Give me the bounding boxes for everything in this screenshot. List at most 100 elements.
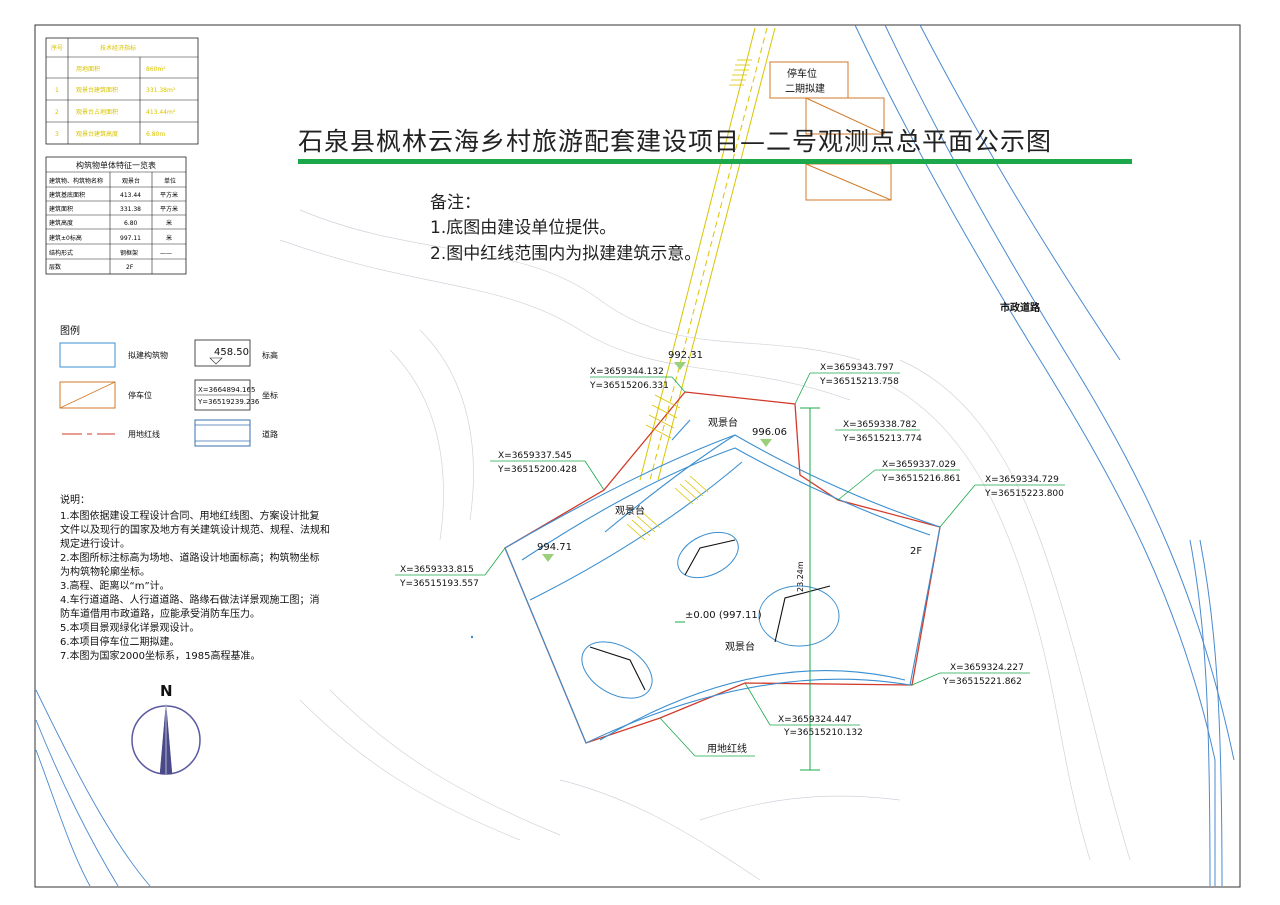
svg-text:Y=36515210.132: Y=36515210.132 [783,728,863,738]
remarks-heading: 备注： [430,193,481,213]
design-notes: 说明： 1.本图依据建设工程设计合同、用地红线图、方案设计批复 文件以及现行的国… [60,493,330,662]
svg-text:用地面积: 用地面积 [76,65,100,73]
dimension-label: 23.24m [796,561,805,592]
svg-text:平方米: 平方米 [160,205,178,213]
remark-2: 2.图中红线范围内为拟建建筑示意。 [430,244,701,264]
svg-text:——: —— [160,250,172,257]
svg-text:2: 2 [55,109,59,116]
svg-text:Y=36515223.800: Y=36515223.800 [984,489,1064,499]
building-table-title: 构筑物单体特征一览表 [76,160,156,170]
svg-text:Y=36515193.557: Y=36515193.557 [399,579,479,589]
north-arrow: N [131,682,201,775]
svg-text:4.车行道道路、人行道道路、路缘石做法详景观施工图；消: 4.车行道道路、人行道道路、路缘石做法详景观施工图；消 [60,593,320,606]
svg-text:建筑物、构筑物名称: 建筑物、构筑物名称 [49,177,103,185]
svg-text:994.71: 994.71 [537,542,572,553]
svg-text:3.高程、距离以“m”计。: 3.高程、距离以“m”计。 [60,579,170,592]
coord-callout: X=3659344.132 Y=36515206.331 [589,367,686,393]
access-path [639,27,776,481]
svg-text:米: 米 [166,219,172,227]
svg-text:6.80: 6.80 [124,220,138,227]
stair-hatch-top [729,59,752,86]
svg-text:996.06: 996.06 [752,427,787,438]
legend-redline-label: 用地红线 [128,429,160,439]
svg-text:X=3659338.782: X=3659338.782 [843,420,917,430]
svg-text:331.38: 331.38 [120,206,141,213]
coord-callout: X=3659324.447 Y=36515210.132 [744,682,863,738]
legend-elevation-swatch [194,339,251,367]
svg-text:Y=36515216.861: Y=36515216.861 [881,474,961,484]
svg-text:X=3664894.165: X=3664894.165 [198,386,255,394]
svg-text:X=3659324.227: X=3659324.227 [950,663,1024,673]
svg-text:平方米: 平方米 [160,191,178,199]
building-feature-table: 构筑物单体特征一览表 建筑物、构筑物名称 观景台 单位 建筑基底面积 413.4… [45,156,187,275]
tech-header-no: 序号 [51,44,63,52]
svg-text:Y=36519239.236: Y=36519239.236 [197,398,260,406]
redline-leader [659,717,696,757]
legend-road-swatch [194,419,251,447]
island-markers [589,539,831,691]
svg-text:2.本图所标注标高为场地、道路设计地面标高；构筑物坐标: 2.本图所标注标高为场地、道路设计地面标高；构筑物坐标 [60,551,320,564]
coord-callout: X=3659338.782 Y=36515213.774 [835,420,922,444]
svg-text:X=3659337.029: X=3659337.029 [882,460,956,470]
svg-text:X=3659344.132: X=3659344.132 [590,367,664,377]
svg-text:X=3659343.797: X=3659343.797 [820,363,894,373]
parking-label: 停车位 [787,67,817,80]
svg-text:413.44: 413.44 [120,192,141,199]
svg-text:Y=36515206.331: Y=36515206.331 [589,381,669,391]
svg-text:观景台: 观景台 [122,177,140,185]
land-redline [504,391,941,744]
survey-dot [470,635,474,639]
svg-text:X=3659324.447: X=3659324.447 [778,715,852,725]
svg-text:992.31: 992.31 [668,350,703,361]
svg-text:Y=36515213.774: Y=36515213.774 [842,434,922,444]
svg-text:1.本图依据建设工程设计合同、用地红线图、方案设计批复: 1.本图依据建设工程设计合同、用地红线图、方案设计批复 [60,509,320,522]
legend-building-label: 拟建构筑物 [128,350,168,360]
svg-text:层数: 层数 [49,263,61,271]
svg-text:钢框架: 钢框架 [120,249,138,257]
svg-text:5.本项目景观绿化详景观设计。: 5.本项目景观绿化详景观设计。 [60,621,200,634]
lookout-building [504,419,941,744]
zero-level-label: ±0.00 (997.11) [685,610,762,621]
elevation-marker: 994.71 [537,542,572,562]
svg-text:6.本项目停车位二期拟建。: 6.本项目停车位二期拟建。 [60,635,180,648]
north-label: N [160,682,173,700]
svg-text:7.本图为国家2000坐标系，1985高程基准。: 7.本图为国家2000坐标系，1985高程基准。 [60,649,260,662]
parking-phase-label: 二期拟建 [785,82,825,95]
svg-text:331.38m²: 331.38m² [146,87,176,94]
stair-hatch [626,394,709,541]
svg-text:文件以及现行的国家及地方有关建筑设计规范、规程、法规和: 文件以及现行的国家及地方有关建筑设计规范、规程、法规和 [60,523,330,536]
floor-tag: 2F [910,546,922,557]
svg-text:X=3659334.729: X=3659334.729 [985,475,1059,485]
tech-indicator-table: 序号 技术经济指标 用地面积 860m² 1 观景台建筑面积 331.38m² … [45,37,199,145]
svg-text:规定进行设计。: 规定进行设计。 [60,537,130,550]
svg-text:观景台占地面积: 观景台占地面积 [76,108,118,116]
svg-text:建筑基底面积: 建筑基底面积 [49,191,85,199]
svg-text:997.11: 997.11 [120,235,141,242]
legend-parking-label: 停车位 [128,390,152,400]
legend-building-swatch [59,342,116,368]
coord-callout: X=3659333.815 Y=36515193.557 [395,547,506,589]
lookout-label-south: 观景台 [725,640,755,653]
svg-text:建筑高度: 建筑高度 [49,219,73,227]
svg-text:Y=36515200.428: Y=36515200.428 [497,465,577,475]
svg-text:1: 1 [55,87,59,94]
coord-callout: X=3659337.545 Y=36515200.428 [490,451,605,491]
drawing-frame [34,24,1241,888]
legend: 拟建构筑物 458.50 标高 停车位 X=3664894.165 Y=3651… [59,339,278,447]
svg-text:458.50: 458.50 [214,347,249,358]
planting-islands [581,531,840,699]
lookout-label-north: 观景台 [708,416,738,429]
svg-text:说明：: 说明： [60,493,90,506]
svg-text:观景台建筑面积: 观景台建筑面积 [76,86,118,94]
title-underline [298,159,1132,164]
svg-text:X=3659337.545: X=3659337.545 [498,451,572,461]
svg-text:建筑±0标高: 建筑±0标高 [49,234,82,242]
svg-text:2F: 2F [126,264,134,271]
svg-text:单位: 单位 [164,177,176,185]
coord-callout: X=3659337.029 Y=36515216.861 [837,460,961,501]
road-lines [854,24,1235,887]
svg-text:3: 3 [55,131,59,138]
lower-left-road-arcs [35,689,151,887]
coord-callout: X=3659334.729 Y=36515223.800 [939,475,1065,528]
svg-text:为构筑物轮廓坐标。: 为构筑物轮廓坐标。 [60,565,150,578]
